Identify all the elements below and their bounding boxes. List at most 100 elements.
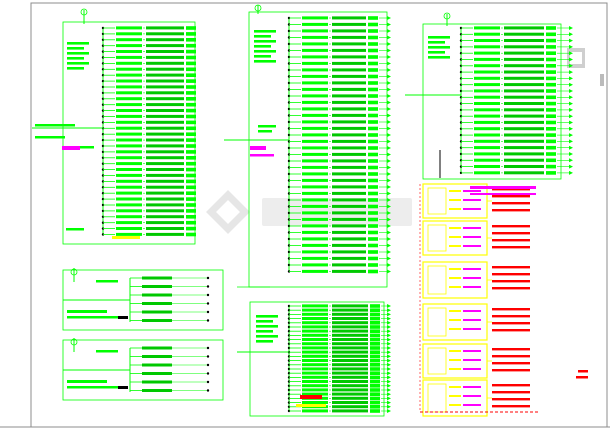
breaker-label [116,26,142,30]
branch-row [459,120,573,125]
arrow-icon [569,164,573,169]
breaker-label [302,371,328,375]
breaker-label [116,32,142,36]
breaker-label [302,392,328,396]
branch-row [459,57,573,62]
branch-row [130,276,210,280]
incoming-label [258,130,272,133]
breaker-label [302,81,328,85]
circuit-label [332,237,366,241]
circuit-label [142,389,172,392]
panel-note [112,236,140,239]
branch-row [287,211,391,215]
breaker-label [302,304,328,308]
breaker-label [116,79,142,83]
branch-row [287,217,391,222]
circuit-id [368,29,378,33]
panel-tag [118,386,128,389]
arrow-icon [387,325,391,329]
branch-row [101,85,196,89]
schedule-row [492,209,530,212]
circuit-label [332,185,366,189]
branch-row [459,89,573,93]
arrow-icon [387,139,391,144]
circuit-label [332,29,366,33]
branch-row [101,232,196,237]
breaker-label [116,209,142,213]
circuit-id [370,371,380,375]
info-line [254,50,276,53]
circuit-label [142,285,172,288]
arrow-icon [387,204,391,209]
branch-row [287,152,391,157]
branch-row [287,81,391,85]
circuit-label [504,51,544,55]
schedule-entry-accent [463,245,481,247]
branch-row [459,139,573,144]
circuit-label [332,405,368,409]
panel-info-block [67,42,89,70]
circuit-label [504,127,544,131]
circuit-label [332,359,368,362]
info-line [256,330,273,333]
breaker-label [474,139,500,143]
circuit-id [370,358,380,363]
breaker-label [474,57,500,61]
circuit-label [142,276,172,280]
branch-row [101,220,196,225]
arrow-icon [387,312,391,317]
schedule-row [492,322,530,325]
branch-row [287,350,391,355]
arrow-icon [569,95,573,100]
schedule-inner [427,383,447,413]
arrow-icon [387,400,391,405]
circuit-id [186,203,196,207]
circuit-label [332,178,366,182]
branch-row [101,179,196,184]
branch-row [101,156,196,160]
breaker-label [302,243,328,247]
schedule-entry-accent [463,359,481,361]
branch-node [206,302,210,305]
arrow-icon [387,224,391,228]
circuit-label [504,70,544,74]
branch-row [101,150,196,154]
branch-row [287,230,391,235]
circuit-label [146,67,184,71]
circuit-id [368,198,378,202]
schedule-row [492,348,530,351]
panel-title [67,380,107,383]
circuit-id [186,97,196,101]
panel-title [67,310,107,313]
distribution-panel-5 [62,338,224,401]
arrow-icon [387,185,391,189]
schedule-entry [449,208,461,210]
circuit-id [368,68,378,72]
highlight-strip [470,193,536,195]
branch-row [101,144,196,148]
ground-icon [443,12,451,20]
circuit-id [546,133,556,137]
circuit-label [332,224,366,228]
circuit-label [332,312,368,316]
schedule-row [492,246,530,249]
schedule-entry-accent [463,208,481,210]
circuit-id [368,55,378,59]
arrow-icon [387,263,391,267]
circuit-id [368,172,378,176]
branch-row [101,226,196,231]
breaker-label [116,144,142,148]
branch-row [287,198,391,202]
breaker-label [302,120,328,124]
branch-row [101,209,196,213]
incoming-label [35,124,75,127]
circuit-id [186,191,196,195]
branch-row [101,55,196,60]
branch-row [459,63,573,68]
circuit-label [332,256,366,260]
circuit-id [370,363,380,367]
schedule-row [492,315,530,318]
circuit-id [186,232,196,237]
breaker-label [302,204,328,208]
circuit-label [504,83,544,87]
